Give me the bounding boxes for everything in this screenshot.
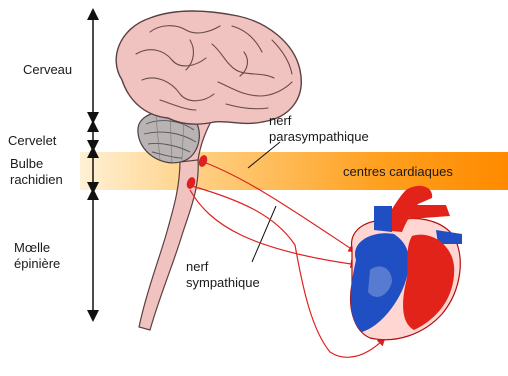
label-parasympathetic-line2: parasympathique bbox=[269, 129, 369, 145]
cerebrum bbox=[116, 11, 301, 124]
label-sympathetic-line2: sympathique bbox=[186, 275, 260, 291]
label-parasympathetic-nerve: nerf parasympathique bbox=[269, 113, 369, 145]
label-sympathetic-line1: nerf bbox=[186, 259, 260, 275]
label-bulbe: Bulbe rachidien bbox=[10, 156, 63, 188]
label-parasympathetic-line1: nerf bbox=[269, 113, 369, 129]
label-cervelet: Cervelet bbox=[8, 133, 56, 149]
label-moelle-line2: épinière bbox=[14, 256, 60, 272]
label-moelle: Mœlle épinière bbox=[14, 240, 60, 272]
label-sympathetic-nerve: nerf sympathique bbox=[186, 259, 260, 291]
label-bulbe-line1: Bulbe bbox=[10, 156, 63, 172]
heart bbox=[351, 186, 462, 340]
label-cardiac-centers: centres cardiaques bbox=[343, 164, 453, 180]
label-cerveau: Cerveau bbox=[23, 62, 72, 78]
label-moelle-line1: Mœlle bbox=[14, 240, 60, 256]
label-bulbe-line2: rachidien bbox=[10, 172, 63, 188]
